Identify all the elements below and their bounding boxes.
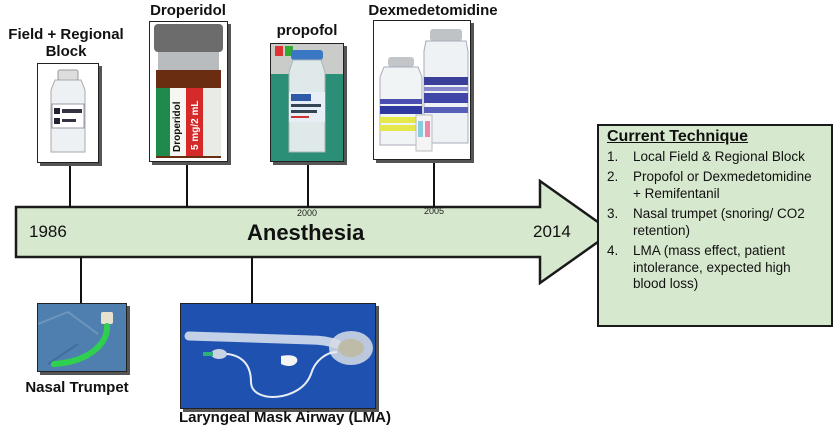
technique-list: 1.Local Field & Regional Block 2.Propofo… — [607, 149, 823, 293]
propofol-label: propofol — [276, 22, 338, 39]
vial-icon — [379, 29, 469, 152]
start-year: 1986 — [29, 222, 67, 241]
connector-line — [307, 163, 309, 207]
propofol-vial-image — [270, 43, 344, 162]
timeline-title: Anesthesia — [247, 220, 365, 245]
current-technique-title: Current Technique — [607, 128, 749, 145]
technique-item: 4.LMA (mass effect, patient intolerance,… — [607, 243, 791, 291]
lidocaine-vial-image — [37, 63, 99, 163]
lma-icon — [184, 331, 373, 398]
vial-name: Droperidol — [172, 101, 183, 152]
connector-line — [69, 163, 71, 207]
technique-item: 3.Nasal trumpet (snoring/ CO2 retention) — [607, 206, 805, 238]
nasal-trumpet-label: Nasal Trumpet — [25, 379, 129, 396]
nasal-trumpet-icon — [38, 310, 113, 367]
technique-item: 2.Propofol or Dexmedetomidine + Remifent… — [607, 169, 812, 201]
droperidol-vial-image: Droperidol 5 mg/2 mL — [149, 21, 228, 162]
field-regional-block-label: Field + Regional Block — [8, 26, 124, 60]
tick-label-2000: 2000 — [297, 208, 318, 218]
dexmedetomidine-vials-image — [373, 20, 471, 160]
end-year: 2014 — [533, 222, 571, 241]
vial-icon — [271, 44, 343, 161]
connector-line — [186, 160, 188, 207]
tick-label-2005: 2005 — [424, 206, 445, 216]
connector-line — [80, 257, 82, 303]
connector-line — [251, 257, 253, 303]
vial-dose: 5 mg/2 mL — [190, 101, 201, 150]
droperidol-label: Droperidol — [150, 2, 226, 19]
dexmedetomidine-label: Dexmedetomidine — [368, 2, 498, 19]
connector-line — [433, 160, 435, 207]
lma-image — [180, 303, 376, 409]
current-technique-box: Current Technique 1.Local Field & Region… — [597, 124, 833, 327]
nasal-trumpet-image — [37, 303, 127, 372]
vial-icon: Droperidol 5 mg/2 mL — [154, 24, 223, 158]
technique-item: 1.Local Field & Regional Block — [607, 148, 805, 164]
lma-label: Laryngeal Mask Airway (LMA) — [179, 409, 391, 426]
vial-icon — [50, 69, 86, 153]
